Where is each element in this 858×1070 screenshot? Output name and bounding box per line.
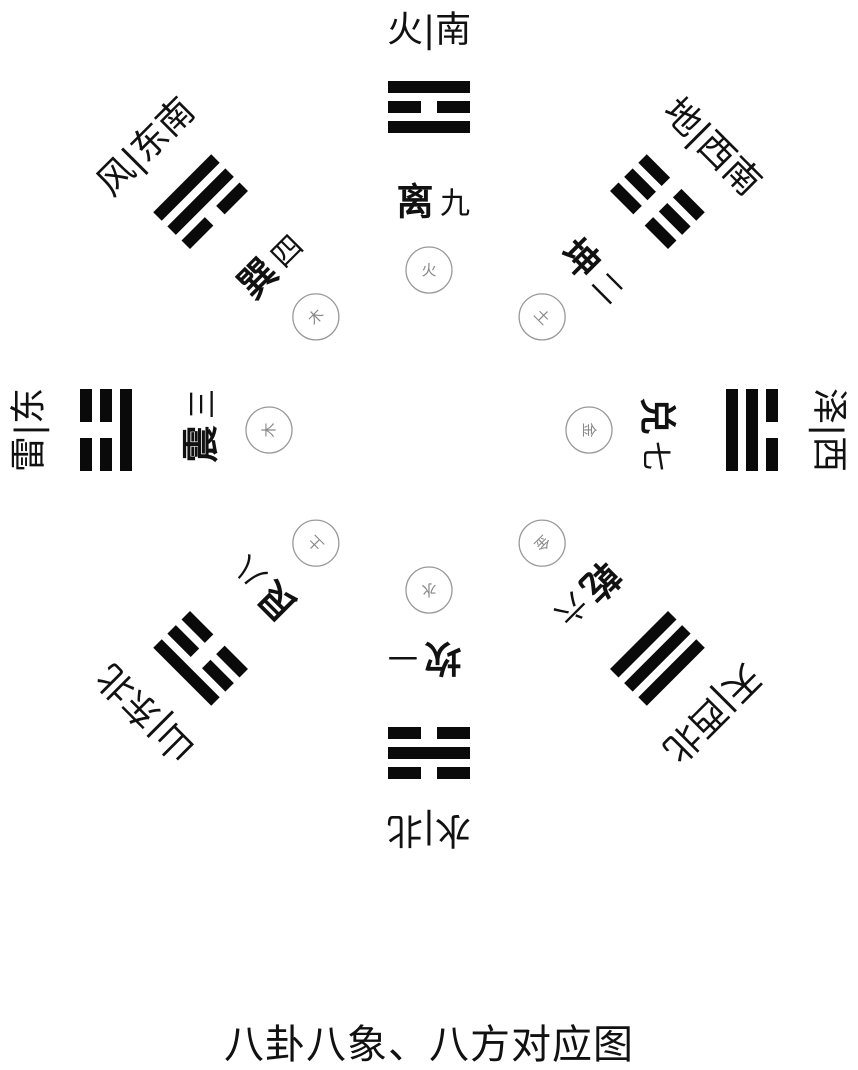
- yin-line-right: [80, 389, 92, 422]
- yin-line-right: [388, 727, 421, 739]
- element-label-kun: 土: [530, 305, 553, 328]
- element-badge-gen: 土: [292, 519, 340, 567]
- yin-line-left: [638, 154, 671, 187]
- direction-label-li: 火|南: [387, 10, 471, 51]
- direction-label-kun: 地|西南: [655, 90, 769, 204]
- yin-line-left: [216, 645, 248, 678]
- element-circle: [245, 406, 293, 454]
- element-label-xun: 木: [304, 305, 327, 328]
- yin-line-left: [80, 438, 92, 471]
- element-badge-zhen: 木: [245, 406, 293, 454]
- yin-line-left: [202, 659, 234, 692]
- yin-line-right: [167, 625, 200, 657]
- trigram-lines-qian: [610, 611, 705, 706]
- yang-line: [120, 389, 132, 471]
- yin-line-left: [181, 217, 214, 249]
- yang-line: [624, 625, 691, 692]
- trigram-lines-dui: [726, 389, 778, 471]
- trigram-lines-li: [388, 81, 470, 133]
- trigram-lines-xun: [153, 154, 248, 249]
- yin-line-left: [624, 168, 656, 201]
- direction-label-dui: 泽|西: [809, 388, 850, 472]
- trigram-name-dui: 兑: [636, 398, 679, 435]
- yang-line: [638, 639, 705, 706]
- trigram-zhen: 雷|东 震三木: [9, 388, 293, 472]
- element-circle: [518, 293, 566, 341]
- trigram-dui: 泽|西 兑七 金: [565, 388, 850, 472]
- element-label-kan: 水: [421, 581, 436, 599]
- yin-line-left: [388, 101, 421, 113]
- element-circle: [292, 293, 340, 341]
- trigram-number-dui: 七: [638, 441, 673, 471]
- trigram-name-kan: 坎: [425, 637, 462, 680]
- trigram-number-kan: 一: [388, 639, 418, 674]
- element-badge-dui: 金: [565, 406, 613, 454]
- yang-line: [746, 389, 758, 471]
- trigram-li: 火|南离九火: [387, 10, 471, 294]
- element-circle: [565, 406, 613, 454]
- trigram-number-li: 九: [440, 187, 470, 222]
- element-label-dui: 金: [580, 422, 598, 437]
- yin-line-right: [644, 217, 677, 249]
- element-label-li: 火: [421, 261, 436, 279]
- element-circle: [405, 566, 453, 614]
- yin-line-right: [658, 203, 691, 235]
- yin-line-left: [437, 727, 470, 739]
- yin-line-right: [388, 767, 421, 779]
- yang-line: [726, 389, 738, 471]
- element-badge-kan: 水: [405, 566, 453, 614]
- yang-line: [167, 168, 234, 235]
- direction-label-kan: 水|北: [387, 810, 471, 851]
- trigram-name-li: 离: [397, 181, 434, 224]
- yin-line-right: [672, 188, 705, 221]
- yang-line: [388, 81, 470, 93]
- trigram-lines-gen: [153, 611, 248, 706]
- yin-line-right: [216, 182, 248, 215]
- diagram-caption: 八卦八象、八方对应图: [224, 1022, 634, 1068]
- yin-line-right: [766, 438, 778, 471]
- element-label-zhen: 木: [260, 422, 278, 437]
- yang-line: [153, 154, 220, 221]
- element-label-gen: 土: [304, 531, 327, 554]
- element-badge-li: 火: [405, 246, 453, 294]
- trigram-lines-zhen: [80, 389, 132, 471]
- trigram-number-zhen: 三: [186, 389, 221, 419]
- trigram-lines-kan: [388, 727, 470, 779]
- yin-line-left: [610, 182, 642, 215]
- element-circle: [518, 519, 566, 567]
- element-circle: [405, 246, 453, 294]
- trigram-name-zhen: 震: [180, 426, 223, 463]
- yin-line-right: [100, 389, 112, 422]
- element-badge-qian: 金: [518, 519, 566, 567]
- yin-line-left: [437, 767, 470, 779]
- element-badge-kun: 土: [518, 293, 566, 341]
- trigram-lines-kun: [610, 154, 705, 249]
- trigram-kan: 水|北 坎一 水: [387, 566, 471, 851]
- yang-line: [388, 121, 470, 133]
- element-circle: [292, 519, 340, 567]
- yang-line: [388, 747, 470, 759]
- direction-label-zhen: 雷|东: [9, 388, 50, 472]
- yang-line: [153, 639, 220, 706]
- element-label-qian: 金: [530, 531, 553, 554]
- yang-line: [610, 611, 677, 678]
- yin-line-right: [181, 611, 214, 643]
- yin-line-right: [437, 101, 470, 113]
- yin-line-left: [100, 438, 112, 471]
- yin-line-left: [766, 389, 778, 422]
- element-badge-xun: 木: [292, 293, 340, 341]
